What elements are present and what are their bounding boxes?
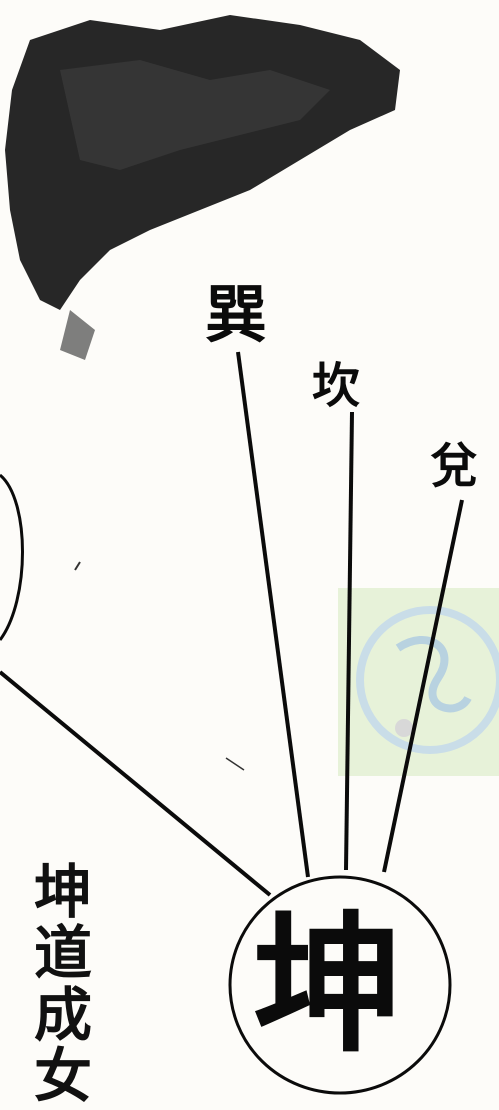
ink-blot [5, 15, 400, 360]
stray-mark [225, 757, 245, 771]
left-partial-circle [0, 473, 24, 641]
watermark [338, 588, 499, 776]
caption-vertical-text: 坤道成女 [34, 858, 93, 1110]
line-kan-to-kun [344, 411, 354, 871]
label-xun: 巽 [205, 278, 268, 351]
stray-mark [74, 561, 81, 571]
label-kan: 坎 [312, 358, 361, 414]
line-left-to-kun [0, 670, 272, 897]
line-xun-to-kun [236, 351, 310, 878]
line-dui-to-kun [382, 499, 464, 873]
center-node-label: 坤 [252, 897, 403, 1073]
label-dui: 兌 [430, 438, 479, 494]
kun-circle [228, 875, 452, 1095]
